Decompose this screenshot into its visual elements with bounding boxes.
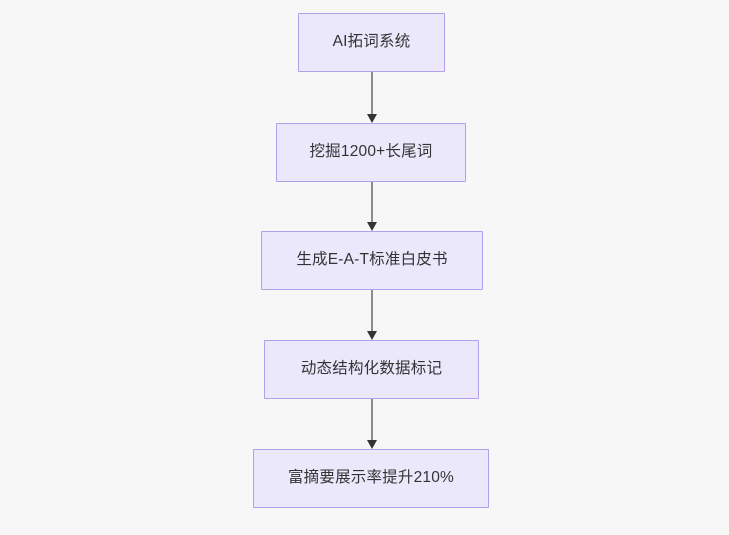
edge-line [371, 72, 373, 116]
arrowhead-icon [367, 331, 377, 340]
node-label: AI拓词系统 [332, 33, 411, 51]
flowchart-node[interactable]: 生成E-A-T标准白皮书 [261, 231, 483, 290]
edge-line [371, 399, 373, 442]
node-label: 挖掘1200+长尾词 [309, 143, 433, 161]
node-label: 富摘要展示率提升210% [287, 469, 455, 487]
edge-line [371, 290, 373, 333]
arrowhead-icon [367, 114, 377, 123]
flowchart-node[interactable]: 动态结构化数据标记 [264, 340, 479, 399]
flowchart-node[interactable]: 挖掘1200+长尾词 [276, 123, 466, 182]
arrowhead-icon [367, 222, 377, 231]
flowchart-node[interactable]: AI拓词系统 [298, 13, 445, 72]
edge-line [371, 182, 373, 224]
node-label: 生成E-A-T标准白皮书 [296, 251, 448, 269]
flowchart-node[interactable]: 富摘要展示率提升210% [253, 449, 489, 508]
node-label: 动态结构化数据标记 [300, 360, 443, 378]
arrowhead-icon [367, 440, 377, 449]
